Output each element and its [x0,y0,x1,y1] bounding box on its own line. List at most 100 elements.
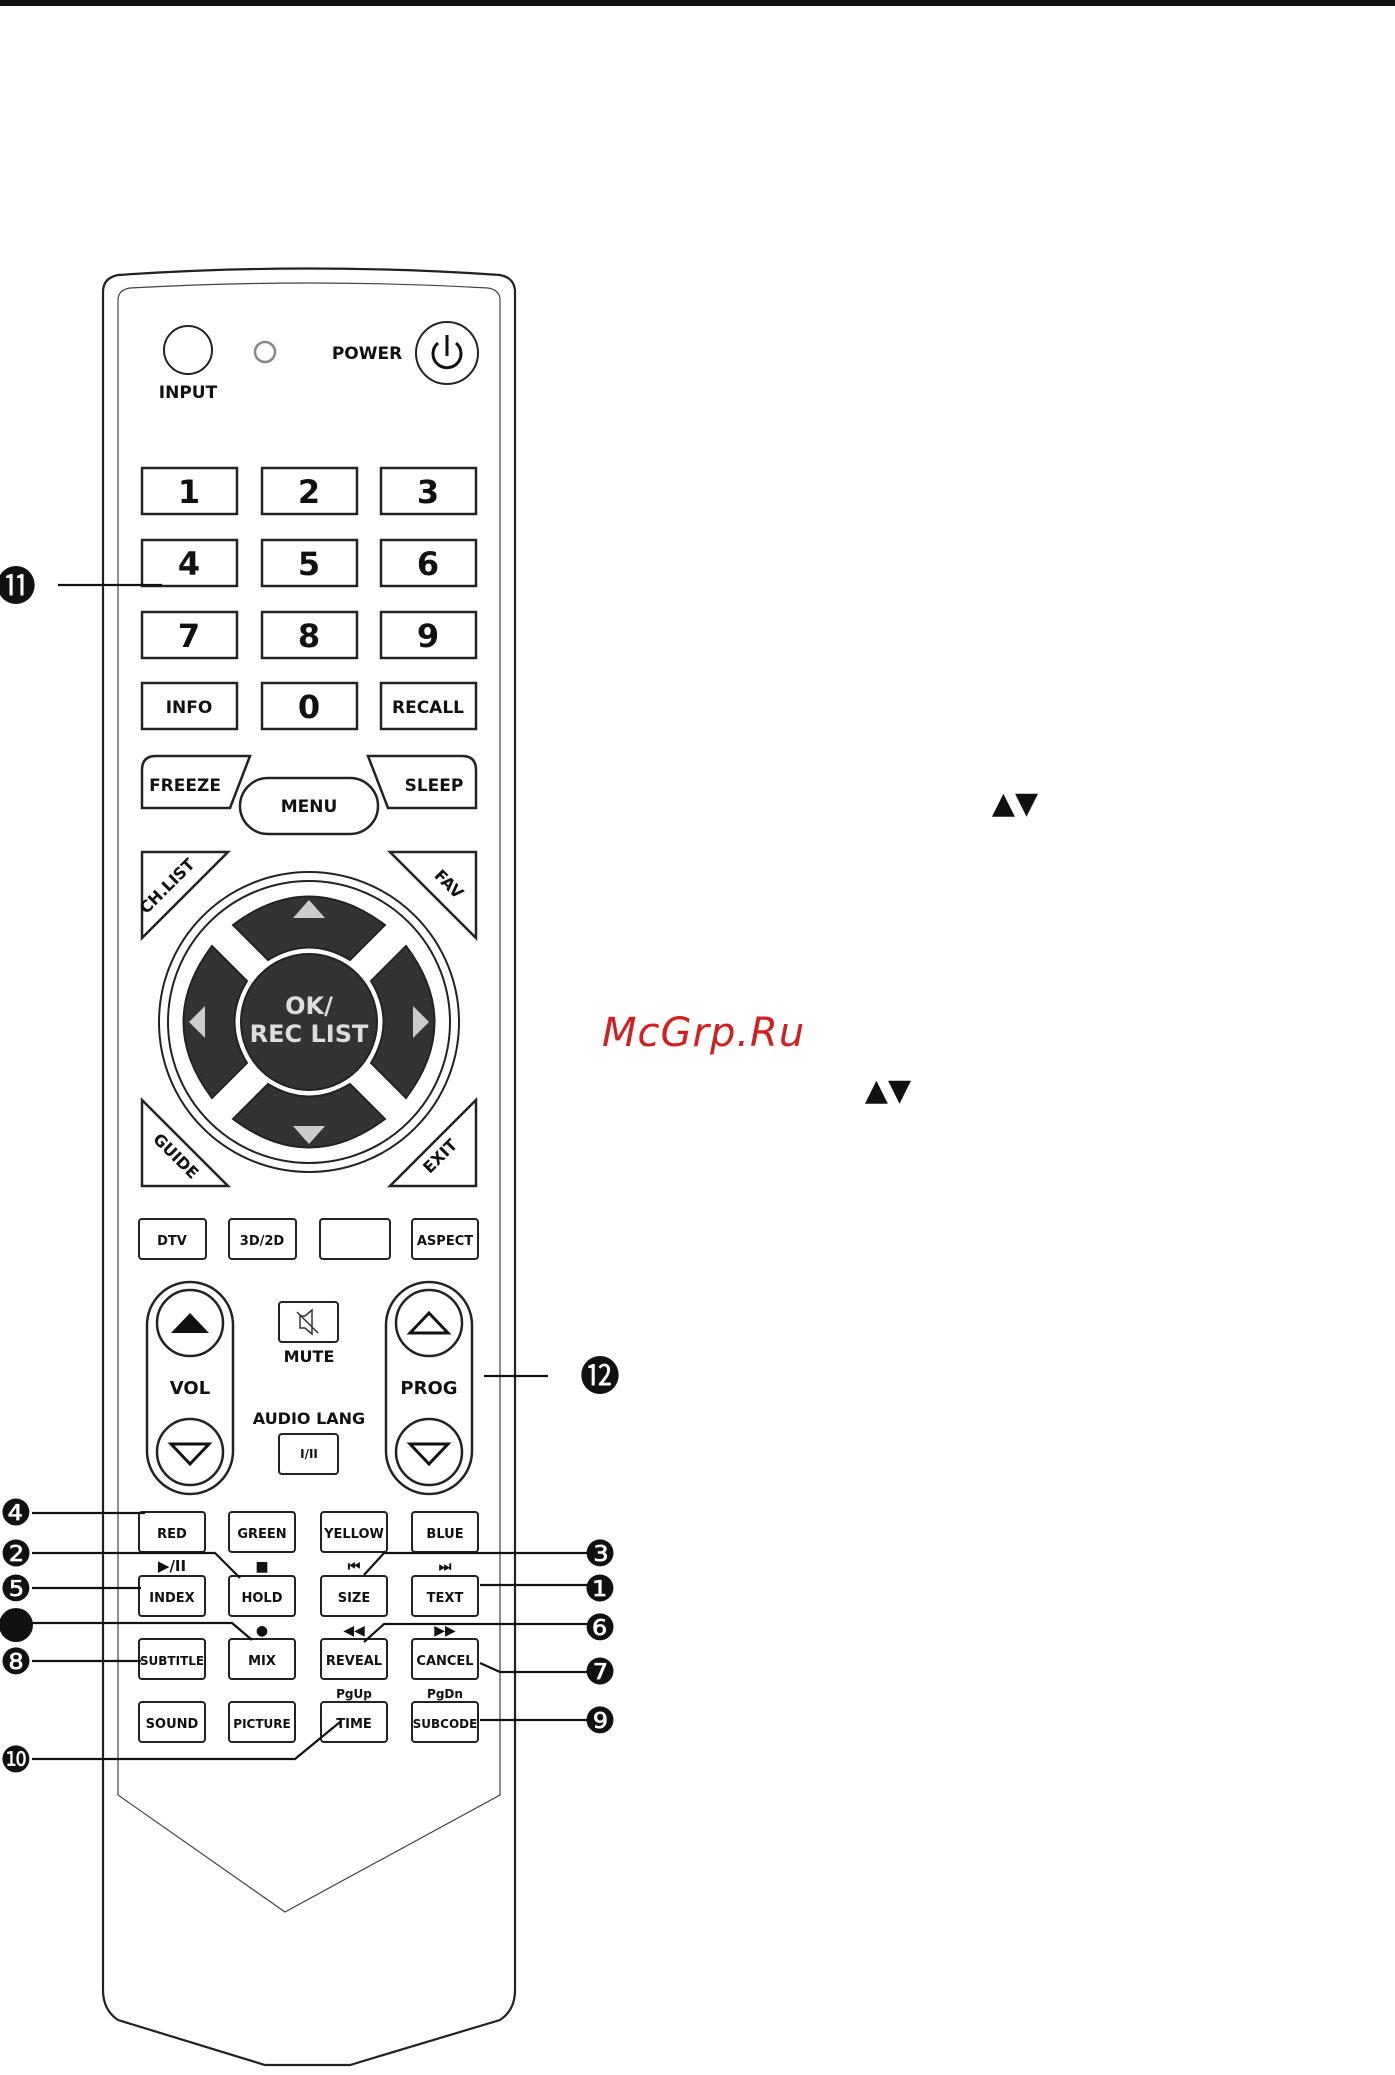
callout-7: ❼ [584,1652,616,1693]
left-arrow-icon [189,1006,205,1038]
svg-text:I/II: I/II [300,1447,318,1461]
number-key-2[interactable]: 2 [260,466,359,516]
callout-2: ❷ [0,1534,32,1575]
red-button[interactable]: RED [138,1511,206,1553]
info-button[interactable]: INFO [140,681,239,731]
svg-text:1: 1 [178,473,200,511]
callout-lines [32,583,590,1761]
time-button[interactable]: TIME [320,1701,388,1743]
right-arrow-icon [413,1006,429,1038]
picture-button[interactable]: PICTURE [228,1701,296,1743]
up-down-arrows-1: ▲▼ [992,786,1038,821]
audio-lang-label: AUDIO LANG [253,1409,365,1428]
record-symbol: ● [256,1623,268,1639]
watermark: McGrp.Ru [602,1010,806,1056]
mute-label: MUTE [284,1347,335,1366]
mix-button[interactable]: MIX [228,1638,296,1680]
pgdn-label: PgDn [427,1687,463,1701]
menu-button[interactable]: MENU [238,776,380,836]
number-key-7[interactable]: 7 [140,610,239,660]
prog-up-button[interactable] [394,1288,464,1358]
hold-button[interactable]: HOLD [228,1575,296,1617]
prog-down-icon [406,1442,452,1467]
index-button[interactable]: INDEX [138,1575,206,1617]
number-key-6[interactable]: 6 [379,538,478,588]
svg-text:MIX: MIX [248,1654,276,1669]
svg-text:YELLOW: YELLOW [323,1527,384,1542]
blue-button[interactable]: BLUE [411,1511,479,1553]
sleep-button[interactable]: SLEEP [366,754,478,810]
svg-text:SUBTITLE: SUBTITLE [140,1654,204,1668]
vol-up-icon [171,1313,209,1333]
down-arrow-icon [293,1126,325,1144]
recall-button[interactable]: RECALL [379,681,478,731]
stop-symbol: ■ [255,1559,268,1575]
svg-text:0: 0 [298,688,320,726]
audio-lang-button[interactable]: I/II [278,1433,339,1475]
number-key-3[interactable]: 3 [379,466,478,516]
callout-1: ❶ [584,1569,616,1610]
svg-text:5: 5 [298,545,320,583]
svg-text:PICTURE: PICTURE [233,1717,290,1731]
svg-text:6: 6 [417,545,439,583]
number-key-0[interactable]: 0 [260,681,359,731]
dpad-left-button[interactable] [182,944,249,1100]
3d-2d-button[interactable]: 3D/2D [228,1218,297,1260]
svg-text:SIZE: SIZE [338,1591,371,1606]
svg-text:2: 2 [298,473,320,511]
number-key-4[interactable]: 4 [140,538,239,588]
svg-text:8: 8 [298,617,320,655]
vol-down-button[interactable] [155,1417,225,1487]
input-button[interactable] [163,325,213,375]
svg-text:RED: RED [157,1527,187,1542]
exit-button[interactable]: EXIT [386,1096,478,1188]
callout-12: ⓬ [580,1354,620,1400]
number-key-5[interactable]: 5 [260,538,359,588]
fav-button[interactable]: FAV [386,850,478,942]
freeze-button[interactable]: FREEZE [140,754,252,810]
svg-text:REVEAL: REVEAL [326,1654,382,1669]
svg-text:REC LIST: REC LIST [250,1020,369,1048]
subcode-button[interactable]: SUBCODE [411,1701,479,1743]
mute-button[interactable] [278,1301,339,1343]
svg-text:GREEN: GREEN [237,1527,286,1542]
yellow-button[interactable]: YELLOW [320,1511,388,1553]
number-key-8[interactable]: 8 [260,610,359,660]
callout-6: ❻ [584,1608,616,1649]
pgup-label: PgUp [336,1687,372,1701]
number-key-9[interactable]: 9 [379,610,478,660]
svg-text:HOLD: HOLD [241,1591,282,1606]
sound-button[interactable]: SOUND [138,1701,206,1743]
dpad-up-button[interactable] [231,895,387,962]
svg-text:INFO: INFO [166,698,213,718]
prog-up-icon [406,1310,452,1335]
top-rule [0,0,1395,6]
svg-text:OK/: OK/ [285,992,333,1020]
blank-button[interactable] [319,1218,391,1260]
callout-4: ❹ [0,1493,32,1534]
dpad-right-button[interactable] [369,944,436,1100]
power-button[interactable] [415,321,479,385]
cancel-button[interactable]: CANCEL [411,1638,479,1680]
vol-up-button[interactable] [155,1288,225,1358]
subtitle-button[interactable]: SUBTITLE [138,1638,206,1680]
reveal-button[interactable]: REVEAL [320,1638,388,1680]
input-label: INPUT [159,383,218,403]
aspect-button[interactable]: ASPECT [411,1218,479,1260]
svg-text:ASPECT: ASPECT [417,1234,473,1249]
callout-10: ❿ [0,1740,32,1781]
prog-down-button[interactable] [394,1417,464,1487]
number-key-1[interactable]: 1 [140,466,239,516]
svg-text:TEXT: TEXT [427,1591,464,1606]
dtv-button[interactable]: DTV [138,1218,207,1260]
rewind-symbol: ◀◀ [343,1623,365,1639]
green-button[interactable]: GREEN [228,1511,296,1553]
up-arrow-icon [293,900,325,918]
text-button[interactable]: TEXT [411,1575,479,1617]
power-icon [431,341,463,370]
size-button[interactable]: SIZE [320,1575,388,1617]
svg-text:DTV: DTV [157,1234,187,1249]
dpad-down-button[interactable] [231,1082,387,1149]
ok-rec-list-button[interactable]: OK/ REC LIST [240,953,378,1091]
